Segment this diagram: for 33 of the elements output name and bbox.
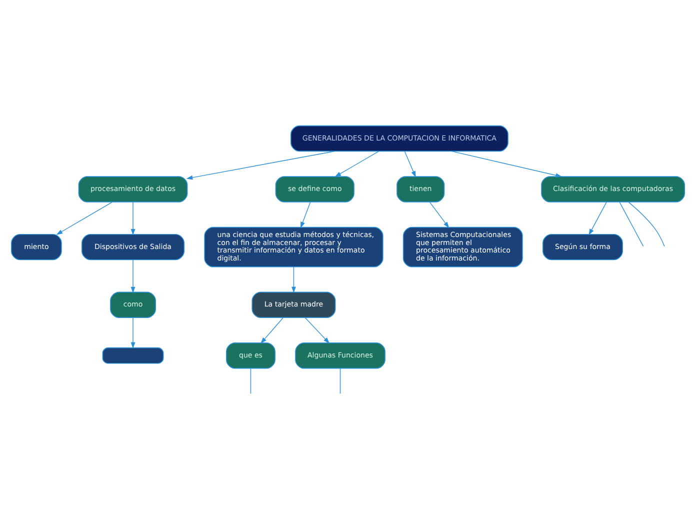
node-box: Sistemas Computacionales que permiten el procesamiento automático de la información.	[402, 226, 523, 268]
connector	[250, 368, 252, 394]
node-box: una ciencia que estudia métodos y técnicas, con el fin de almacenar, procesar y transmitir información y datos en formato digital.	[204, 226, 384, 268]
arrow	[292, 266, 296, 294]
arrow	[300, 202, 311, 228]
arrow	[260, 317, 284, 344]
arrow	[429, 202, 450, 228]
arrow	[186, 150, 335, 180]
node-box: Dispositivos de Salida	[81, 234, 185, 260]
arrow	[56, 202, 113, 235]
arrow	[451, 150, 562, 178]
node-box: que es	[226, 342, 276, 369]
arrow	[404, 151, 416, 178]
node-box: Algunas Funciones	[295, 342, 386, 369]
node-box: procesamiento de datos	[78, 176, 188, 202]
node-box: GENERALIDADES DE LA COMPUTACION E INFORMATICA	[290, 125, 508, 152]
arrow	[588, 202, 607, 236]
node-box	[102, 347, 164, 364]
node-box: La tarjeta madre	[252, 292, 336, 318]
node-box: se define como	[275, 176, 354, 202]
arrow	[130, 260, 136, 294]
arrow	[130, 202, 136, 236]
node-box: Clasificación de las computadoras	[541, 176, 685, 202]
node-box: tienen	[396, 176, 445, 202]
connector	[628, 202, 665, 247]
node-box: miento	[11, 234, 62, 260]
node-box: Según su forma	[542, 234, 623, 260]
connector	[619, 202, 644, 247]
arrow	[130, 317, 136, 349]
node-box: como	[110, 292, 156, 318]
connector	[340, 368, 341, 394]
arrow	[304, 317, 330, 344]
arrow	[334, 150, 380, 177]
